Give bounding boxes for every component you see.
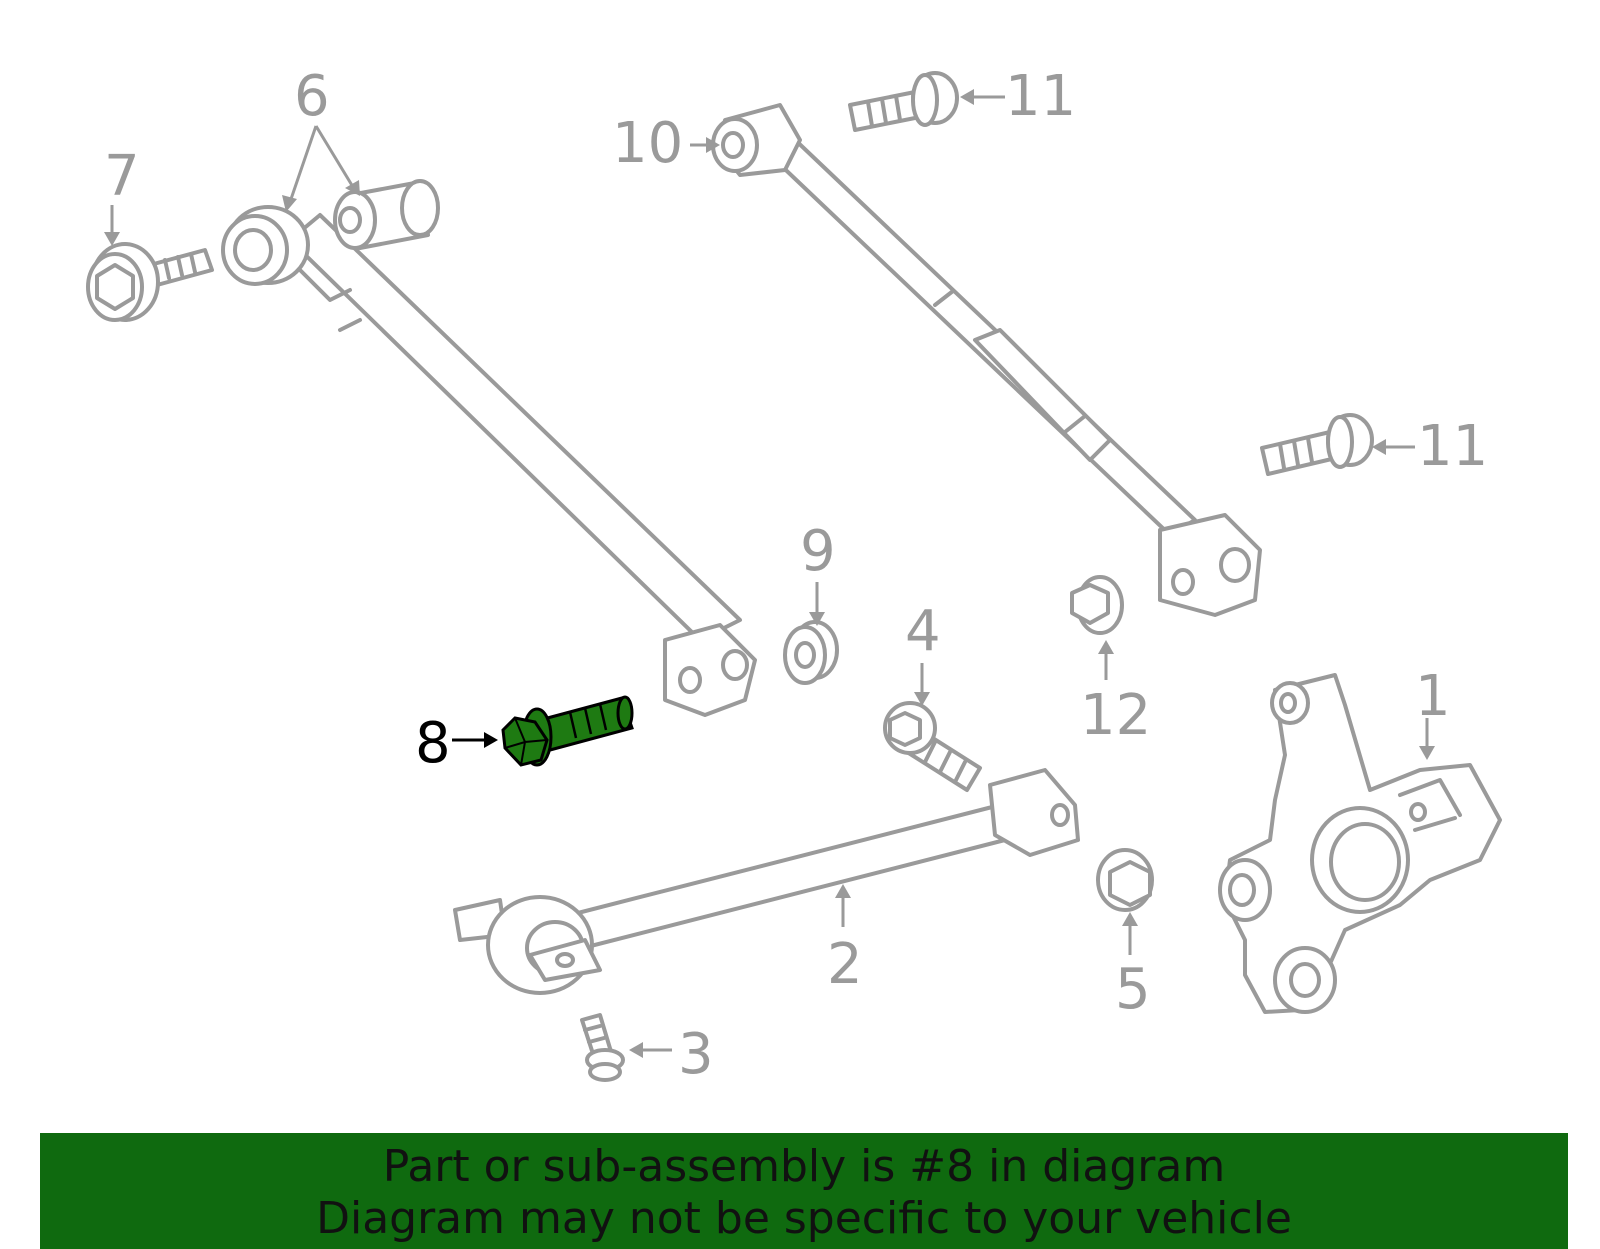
part-11-bolt-upper[interactable]: [848, 71, 959, 132]
suspension-parts-diagram: 1 2 3 4 5 6 7 8 9 10 11 11 12: [86, 64, 1502, 1087]
callout-11-upper: 11: [1005, 64, 1076, 129]
callout-4: 4: [905, 599, 941, 664]
part-3-bolt[interactable]: [580, 1013, 625, 1082]
part-7-bolt[interactable]: [86, 242, 214, 322]
part-10-arm[interactable]: [711, 103, 1262, 617]
part-5-nut[interactable]: [1096, 848, 1154, 912]
banner-line-2: Diagram may not be specific to your vehi…: [316, 1193, 1292, 1244]
part-11-bolt-lower[interactable]: [1260, 413, 1374, 476]
callout-3: 3: [678, 1022, 714, 1087]
leader-arrows: [104, 89, 1435, 1058]
callout-labels: 1 2 3 4 5 6 7 8 9 10 11 11 12: [104, 64, 1488, 1087]
callout-1: 1: [1415, 664, 1451, 729]
callout-9: 9: [800, 519, 836, 584]
info-banner: Part or sub-assembly is #8 in diagram Di…: [40, 1133, 1568, 1249]
part-2-lower-arm[interactable]: [453, 768, 1080, 995]
callout-6: 6: [294, 64, 330, 129]
part-1-knuckle[interactable]: [1218, 673, 1502, 1014]
callout-10: 10: [612, 111, 683, 176]
banner-line-1: Part or sub-assembly is #8 in diagram: [382, 1141, 1226, 1192]
callout-7: 7: [104, 144, 140, 209]
callout-12: 12: [1080, 683, 1151, 748]
part-12-nut[interactable]: [1070, 575, 1124, 635]
callout-5: 5: [1115, 957, 1151, 1022]
part-8-bolt-highlighted[interactable]: [501, 695, 634, 767]
callout-8: 8: [415, 711, 451, 776]
part-4-bolt[interactable]: [883, 701, 982, 792]
callout-11-lower: 11: [1417, 414, 1488, 479]
part-6-control-arm[interactable]: [221, 179, 757, 717]
part-9-nut[interactable]: [783, 620, 839, 685]
callout-2: 2: [827, 932, 863, 997]
